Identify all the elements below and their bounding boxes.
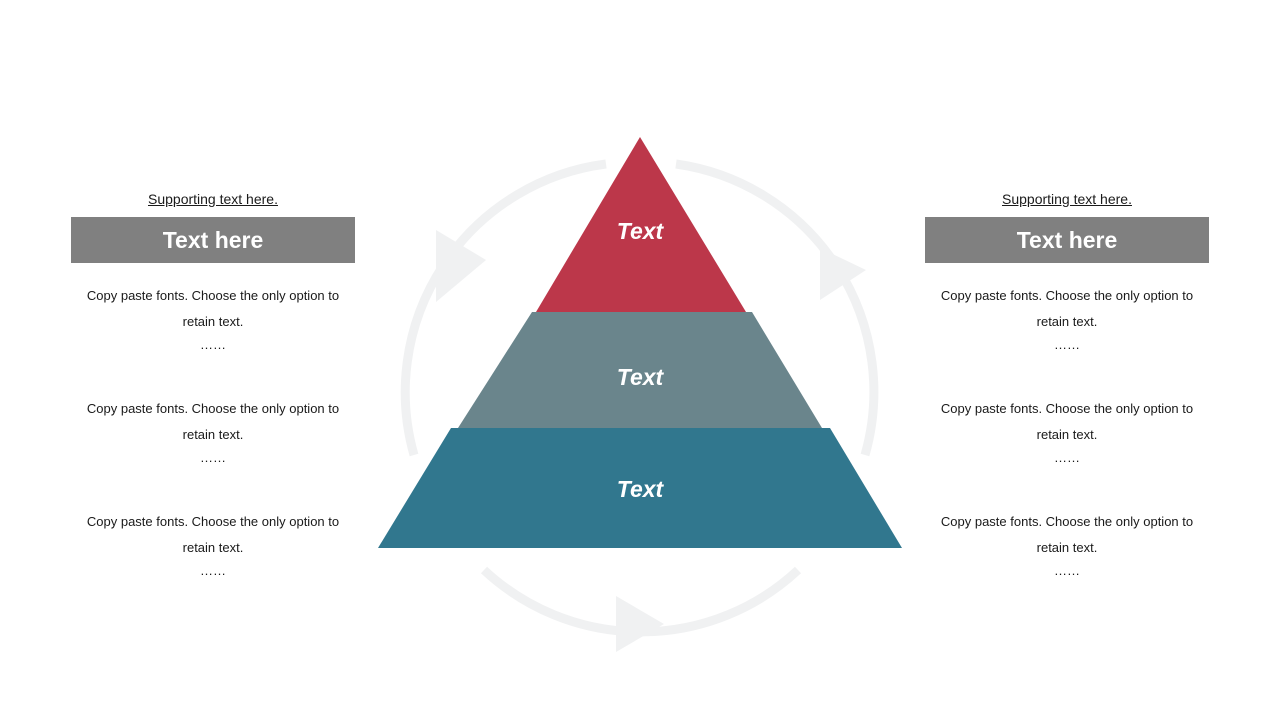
right-paragraph-1-line1: Copy paste fonts. Choose the only option…: [940, 288, 1194, 303]
right-paragraph-2-line2: retain text.: [1036, 427, 1098, 442]
left-paragraph-3-dots: ……: [200, 563, 226, 578]
pyramid-tier-middle-label: Text: [617, 364, 665, 390]
cycle-arrowhead-right: [820, 248, 866, 300]
left-paragraph-2-dots: ……: [200, 450, 226, 465]
right-paragraph-1-line2: retain text.: [1036, 314, 1098, 329]
right-paragraph-3-line2: retain text.: [1036, 540, 1098, 555]
left-paragraph-3-line2: retain text.: [182, 540, 244, 555]
pyramid-tier-top: [536, 137, 746, 312]
right-paragraph-3-line1: Copy paste fonts. Choose the only option…: [940, 514, 1194, 529]
pyramid-tier-bottom-label: Text: [617, 476, 665, 502]
pyramid-tier-bottom: [378, 428, 902, 548]
left-supporting-text: Supporting text here.: [148, 191, 278, 207]
left-paragraph-1-dots: ……: [200, 337, 226, 352]
left-paragraph-3-line1: Copy paste fonts. Choose the only option…: [86, 514, 340, 529]
right-paragraph-2-dots: ……: [1054, 450, 1080, 465]
left-paragraph-1-line1: Copy paste fonts. Choose the only option…: [86, 288, 340, 303]
cycle-arrowhead-left: [436, 230, 486, 302]
pyramid-tier-middle: [458, 312, 822, 428]
left-paragraph-2: Copy paste fonts. Choose the only option…: [71, 396, 355, 466]
right-panel: Supporting text here. Text here Copy pas…: [925, 188, 1209, 579]
left-panel: Supporting text here. Text here Copy pas…: [71, 188, 355, 579]
right-paragraph-3: Copy paste fonts. Choose the only option…: [925, 509, 1209, 579]
left-paragraph-1-line2: retain text.: [182, 314, 244, 329]
right-header-box: Text here: [925, 217, 1209, 263]
left-paragraph-3: Copy paste fonts. Choose the only option…: [71, 509, 355, 579]
right-paragraph-1: Copy paste fonts. Choose the only option…: [925, 283, 1209, 353]
cycle-arrowhead-bottom: [616, 596, 664, 652]
right-paragraph-2: Copy paste fonts. Choose the only option…: [925, 396, 1209, 466]
right-supporting-text: Supporting text here.: [1002, 191, 1132, 207]
left-paragraph-1: Copy paste fonts. Choose the only option…: [71, 283, 355, 353]
left-paragraph-2-line2: retain text.: [182, 427, 244, 442]
left-header-box: Text here: [71, 217, 355, 263]
pyramid-tier-top-label: Text: [617, 218, 665, 244]
left-paragraph-2-line1: Copy paste fonts. Choose the only option…: [86, 401, 340, 416]
right-paragraph-2-line1: Copy paste fonts. Choose the only option…: [940, 401, 1194, 416]
right-paragraph-3-dots: ……: [1054, 563, 1080, 578]
right-paragraph-1-dots: ……: [1054, 337, 1080, 352]
